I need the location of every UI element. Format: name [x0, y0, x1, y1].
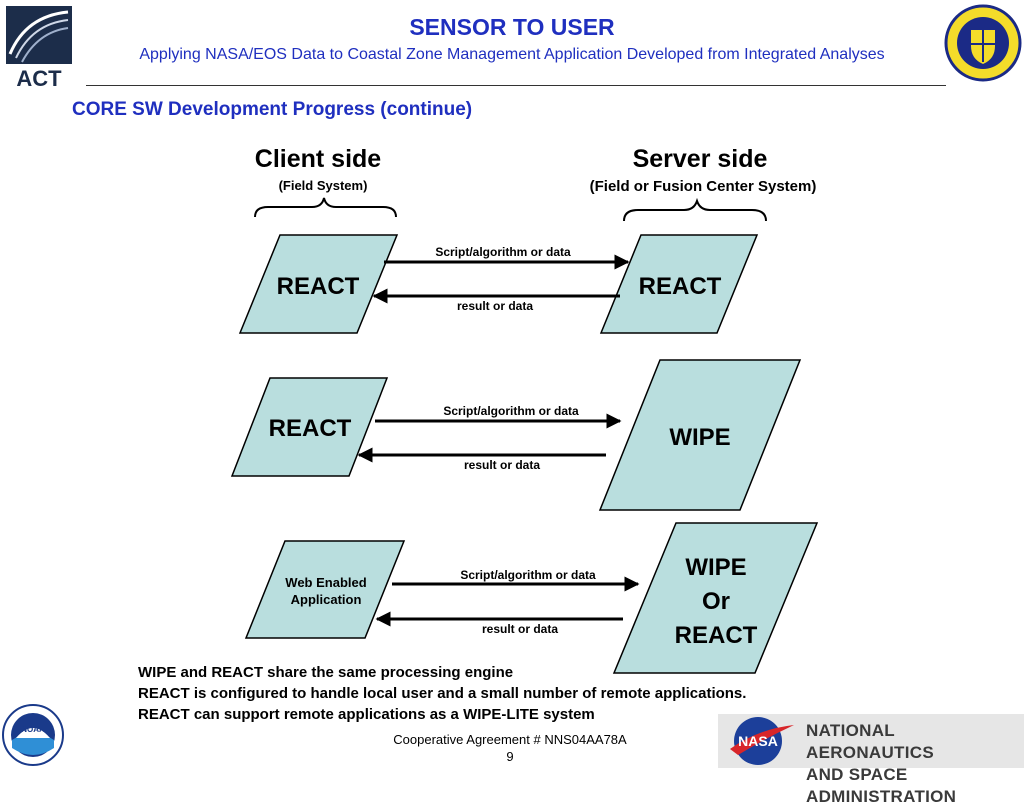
row2-client-box: [230, 377, 389, 477]
row3-request-label: Script/algorithm or data: [460, 568, 596, 582]
server-side-title: Server side: [632, 145, 768, 173]
row2-client-label: REACT: [269, 415, 352, 442]
nasa-wordmark-line2: AND SPACE ADMINISTRATION: [806, 765, 957, 806]
row3-client-box: [244, 540, 406, 639]
nrl-seal-logo: [944, 4, 1022, 82]
section-title: CORE SW Development Progress (continue): [72, 99, 473, 120]
slide-subtitle: Applying NASA/EOS Data to Coastal Zone M…: [139, 46, 885, 63]
row2-request-label: Script/algorithm or data: [443, 404, 579, 418]
note-line: REACT can support remote applications as…: [138, 706, 595, 723]
note-line: REACT is configured to handle local user…: [138, 685, 747, 702]
nasa-wordmark: NATIONAL AERONAUTICS AND SPACE ADMINISTR…: [806, 720, 1024, 808]
row1-client-box: [238, 234, 399, 334]
row1-client-label: REACT: [277, 273, 360, 300]
row1-server-box: [599, 234, 759, 334]
footer: Cooperative Agreement # NNS04AA78A 9: [340, 731, 680, 765]
header-divider: [86, 85, 946, 86]
row2-response-label: result or data: [464, 458, 540, 472]
row3-server-label-line1: WIPE: [685, 554, 746, 581]
agreement-text: Cooperative Agreement # NNS04AA78A: [393, 732, 627, 747]
notes-block: WIPE and REACT share the same processing…: [138, 662, 746, 725]
row1-server-label: REACT: [639, 273, 722, 300]
row3-client-label-line2: Application: [291, 592, 362, 607]
client-side-title: Client side: [254, 145, 382, 173]
slide-title: SENSOR TO USER: [409, 14, 615, 40]
client-side-subtitle: (Field System): [278, 178, 368, 193]
noaa-logo: NOAA: [2, 704, 64, 766]
row3-server-box: [612, 522, 819, 674]
row3-server-label-line3: REACT: [675, 622, 758, 649]
act-logo: ACT: [6, 6, 72, 91]
row2-server-box: [598, 359, 802, 511]
row3-response-label: result or data: [482, 622, 558, 636]
noaa-logo-text: NOAA: [21, 725, 45, 734]
row2-server-label: WIPE: [669, 424, 730, 451]
nasa-meatball-logo: NASA: [724, 715, 800, 767]
act-logo-text: ACT: [16, 66, 62, 90]
row1-request-label: Script/algorithm or data: [435, 245, 571, 259]
server-brace: [623, 197, 767, 222]
row3-server-label-line2: Or: [702, 588, 730, 615]
row3-client-label-line1: Web Enabled: [285, 575, 366, 590]
page-number: 9: [506, 749, 514, 764]
note-line: WIPE and REACT share the same processing…: [138, 664, 514, 681]
flow-diagram: REACT REACT Script/algorithm or data res…: [230, 197, 819, 674]
nasa-wordmark-line1: NATIONAL AERONAUTICS: [806, 721, 934, 762]
server-side-subtitle: (Field or Fusion Center System): [589, 178, 817, 195]
nasa-logo-text: NASA: [738, 733, 778, 749]
client-brace: [254, 197, 397, 218]
row1-response-label: result or data: [457, 299, 533, 313]
